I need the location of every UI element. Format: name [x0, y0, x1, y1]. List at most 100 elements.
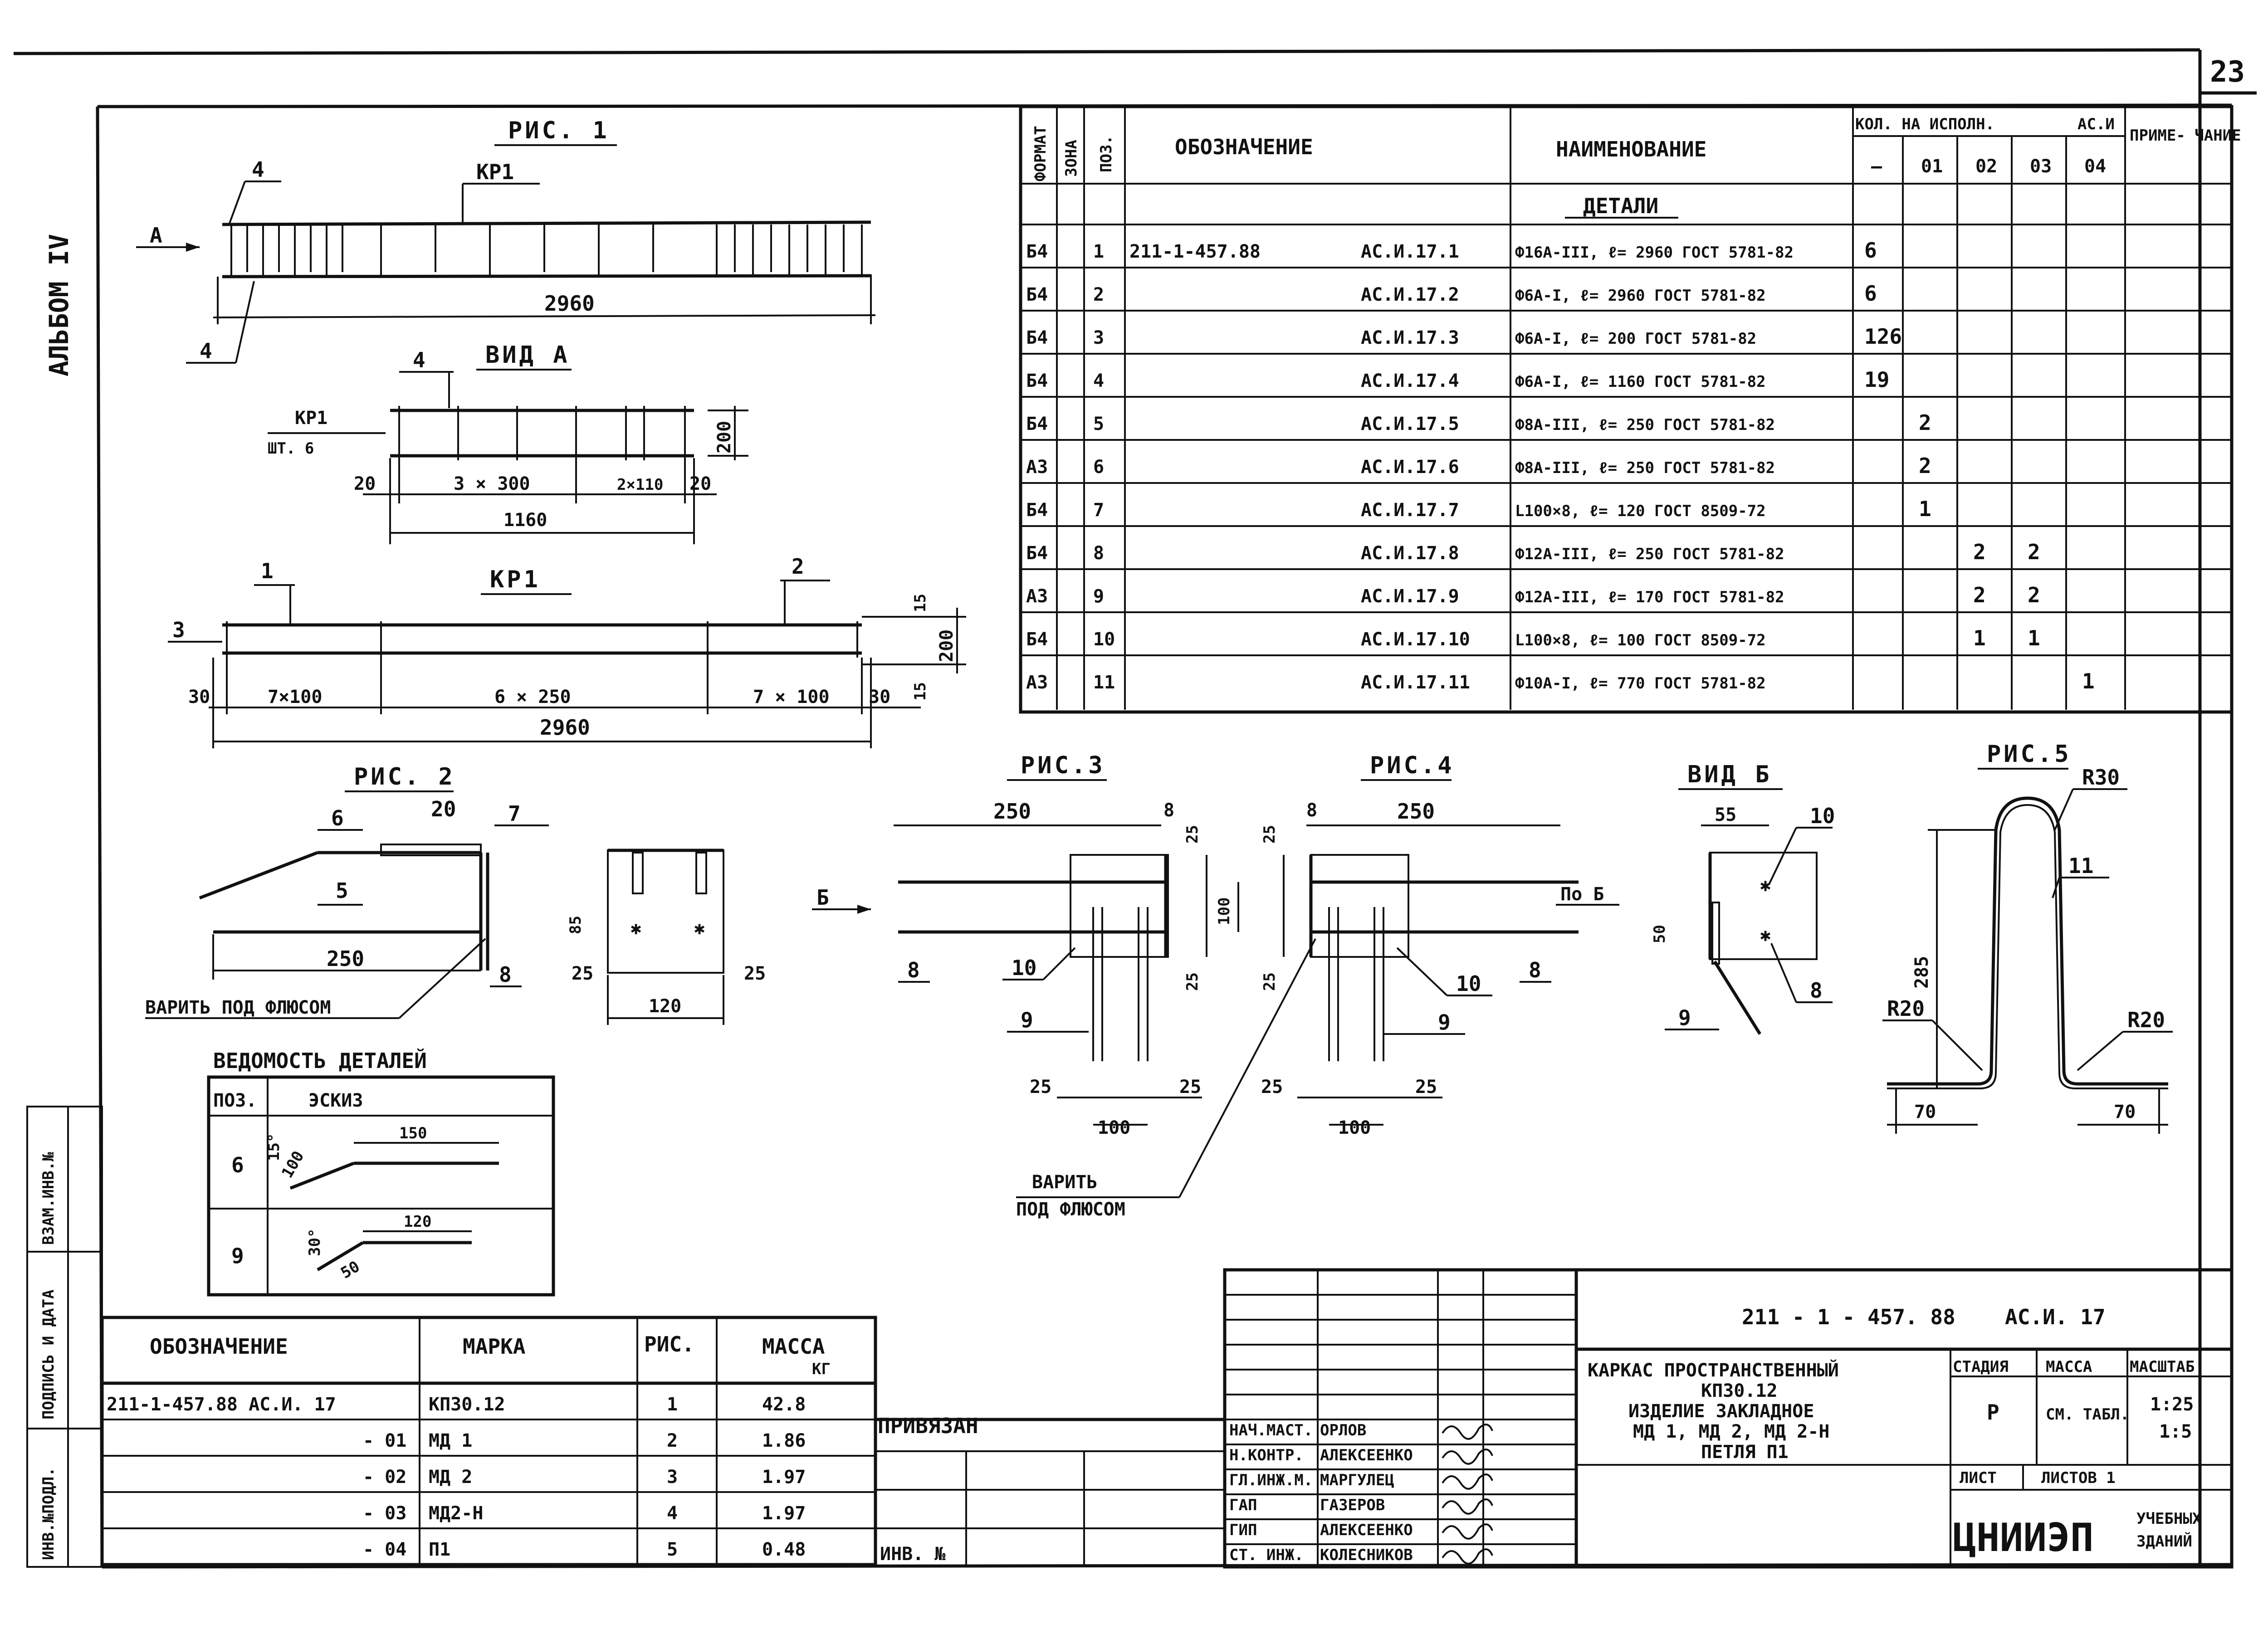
- spec-row-designation: АС.И.17.6: [1361, 457, 1459, 478]
- marks-row-mass: 0.48: [762, 1539, 806, 1560]
- details-row2-slope: [317, 1241, 364, 1272]
- fig2-title: РИС. 2: [354, 763, 455, 790]
- spec-head-q4: 04: [2084, 156, 2106, 177]
- spec-row-qty: 2: [1973, 583, 1986, 607]
- spec-row-format: Б4: [1026, 284, 1048, 305]
- spec-row-pos: 11: [1093, 672, 1115, 693]
- view-b-dim-55: 55: [1715, 805, 1736, 825]
- spec-row-name: Ф16А-III, ℓ= 2960 ГОСТ 5781-82: [1515, 244, 1794, 262]
- stamp-title-1: КАРКАС ПРОСТРАНСТВЕННЫЙ: [1588, 1359, 1839, 1381]
- fig1-bottom-bar: [222, 274, 871, 278]
- spec-head-designation: ОБОЗНАЧЕНИЕ: [1175, 135, 1313, 159]
- fig2-callout-8: 8: [499, 962, 512, 987]
- top-border: [13, 48, 2200, 55]
- fig3-dim-25a: 25: [1183, 825, 1202, 844]
- view-b-callout-10-leader: [1768, 827, 1797, 885]
- view-a-verticals: [398, 406, 686, 460]
- view-b-callout-8: 8: [1810, 978, 1823, 1003]
- fig1-kr-label: КР1: [476, 160, 514, 184]
- spec-row-name: Ф8А-III, ℓ= 250 ГОСТ 5781-82: [1515, 459, 1775, 477]
- spec-row-designation: АС.И.17.4: [1361, 371, 1459, 391]
- view-b-star-1: ✱: [1760, 875, 1771, 896]
- marks-row-designation: 211-1-457.88 АС.И. 17: [107, 1394, 336, 1415]
- kr1-dim-30a: 30: [188, 687, 210, 707]
- fig3-title: РИС.3: [1021, 752, 1105, 779]
- fig4-callout-8: 8: [1529, 958, 1541, 982]
- frame-bottom: [102, 1563, 2232, 1569]
- view-b: ВИД Б 55 10 ✱ ✱ 50 8 9: [1651, 761, 1835, 1035]
- kr1-callout-2: 2: [792, 554, 804, 579]
- stamp-name: АЛЕКСЕЕНКО: [1320, 1446, 1413, 1464]
- stamp-org-sub-2: ЗДАНИЙ: [2136, 1532, 2192, 1551]
- spec-row-qty: 126: [1864, 324, 1902, 349]
- fig1-top-bar: [222, 220, 871, 226]
- fig5-r20b: R20: [2127, 1008, 2165, 1032]
- fig4: РИС.4 8 250 25 25 8 10 9 По Б 25 25 100: [1261, 752, 1619, 1138]
- spec-row-name: Ф12А-III, ℓ= 250 ГОСТ 5781-82: [1515, 545, 1784, 563]
- view-a-dim-200: 200: [714, 421, 735, 454]
- marks-row-designation: - 01: [363, 1430, 406, 1451]
- marks-row-designation: - 03: [363, 1503, 406, 1524]
- spec-table: ФОРМАТ ЗОНА ПОЗ. ОБОЗНАЧЕНИЕ НАИМЕНОВАНИ…: [1019, 105, 2241, 714]
- fig2-side-bar-l: [632, 852, 644, 894]
- spec-row-pos: 5: [1093, 414, 1104, 434]
- fig4-dim-250: 250: [1397, 799, 1435, 824]
- spec-row-format: Б4: [1026, 327, 1048, 348]
- spec-row-format: А3: [1026, 586, 1048, 607]
- details-list-col-pos: ПОЗ.: [213, 1090, 257, 1111]
- spec-row-pos: 8: [1093, 543, 1104, 564]
- details-list-col-sketch: ЭСКИЗ: [308, 1090, 363, 1111]
- spec-head-q1: 01: [1921, 156, 1943, 177]
- fig3-dim-25c: 25: [1030, 1077, 1051, 1097]
- fig4-dim-25a: 25: [1261, 825, 1279, 844]
- fig2-dim-250: 250: [327, 946, 364, 971]
- marks-row-fig: 4: [667, 1503, 678, 1524]
- stamp-name: ОРЛОВ: [1320, 1421, 1366, 1439]
- fig5-r30: R30: [2082, 765, 2120, 790]
- fig1-marker-a: А: [150, 223, 162, 248]
- stamp-signature: [1442, 1498, 1493, 1515]
- stamp-name: ГАЗЕРОВ: [1320, 1496, 1385, 1514]
- spec-row-name: Ф8А-III, ℓ= 250 ГОСТ 5781-82: [1515, 416, 1775, 434]
- spec-row-qty: 1: [2082, 669, 2095, 693]
- stamp-mass-label: МАССА: [2046, 1358, 2092, 1376]
- fig5-r20a: R20: [1887, 996, 1925, 1021]
- spec-head-q3: 03: [2030, 156, 2052, 177]
- fig1-dim-line: [213, 314, 876, 318]
- spec-row-name: L100×8, ℓ= 120 ГОСТ 8509-72: [1515, 502, 1766, 520]
- spec-row-qty: 6: [1864, 238, 1877, 263]
- fig2-dim-25b: 25: [744, 963, 766, 984]
- fig2-bar6-slope: [199, 851, 318, 900]
- stamp-signature: [1442, 1523, 1493, 1540]
- marks-row-fig: 5: [667, 1539, 678, 1560]
- stamp-name: АЛЕКСЕЕНКО: [1320, 1521, 1413, 1539]
- spec-row-pos: 6: [1093, 457, 1104, 478]
- fig5-dim-70b: 70: [2114, 1102, 2136, 1122]
- stamp-signature: [1442, 1424, 1493, 1440]
- spec-row-designation: АС.И.17.1: [1361, 241, 1459, 262]
- marks-row-mark: МД2-Н: [429, 1503, 483, 1524]
- spec-row-name: L100×8, ℓ= 100 ГОСТ 8509-72: [1515, 631, 1766, 649]
- kr1-dim-2960: 2960: [540, 715, 590, 740]
- stamp-role: СТ. ИНЖ.: [1229, 1546, 1304, 1564]
- kr1-dim-7x100b: 7 × 100: [753, 687, 830, 707]
- fig3-dim-8: 8: [1163, 800, 1174, 821]
- fig2-callout-7: 7: [508, 801, 521, 826]
- spec-row-name: Ф12А-III, ℓ= 170 ГОСТ 5781-82: [1515, 588, 1784, 606]
- spec-row-designation: АС.И.17.3: [1361, 327, 1459, 348]
- spec-row-qty: 6: [1864, 281, 1877, 306]
- stamp-title-2: КП30.12: [1701, 1380, 1778, 1401]
- spec-row-designation: АС.И.17.2: [1361, 284, 1459, 305]
- marks-row-fig: 3: [667, 1467, 678, 1488]
- fig3-callout-8: 8: [907, 958, 920, 982]
- spec-row-pos: 3: [1093, 327, 1104, 348]
- spec-row-pos: 9: [1093, 586, 1104, 607]
- spec-table-frame: [1019, 105, 2234, 714]
- stamp-people: НАЧ.МАСТ.ОРЛОВН.КОНТР.АЛЕКСЕЕНКОГЛ.ИНЖ.М…: [1229, 1421, 1493, 1565]
- stamp-signature: [1442, 1548, 1493, 1565]
- fig3-dim-250: 250: [993, 799, 1031, 824]
- view-a-dim-3x300: 3 × 300: [454, 473, 530, 494]
- marks-row-mark: МД 1: [429, 1430, 472, 1451]
